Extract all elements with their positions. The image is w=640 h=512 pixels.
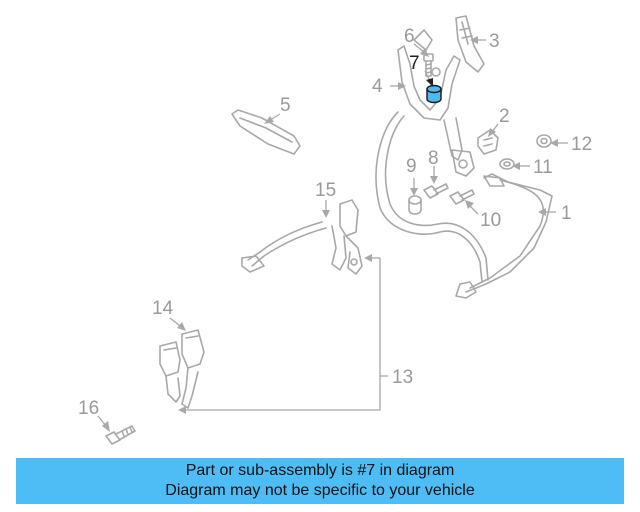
part-9-nut: [408, 195, 422, 215]
callout-6: 6: [404, 26, 415, 47]
callout-14: 14: [152, 298, 174, 319]
part-5-belt-guide: [231, 109, 301, 155]
callout-15: 15: [315, 180, 336, 201]
banner-line-2: Diagram may not be specific to your vehi…: [165, 482, 475, 499]
callout-13: 13: [392, 367, 413, 388]
part-4-retractor-bracket: [397, 29, 461, 121]
callout-7: 7: [409, 53, 420, 74]
part-14-buckles: [159, 329, 205, 409]
callout-10: 10: [480, 210, 501, 231]
callout-3: 3: [489, 31, 500, 52]
callout-2: 2: [499, 106, 510, 127]
callout-16: 16: [78, 398, 99, 419]
callout-1: 1: [561, 203, 572, 224]
part-16-bolt: [105, 425, 136, 445]
part-7-highlighted: [426, 84, 442, 104]
callout-11: 11: [533, 157, 553, 178]
part-2-clip: [477, 129, 499, 155]
callout-4: 4: [372, 76, 383, 97]
part-11-washer: [499, 158, 515, 170]
callout-labels: 1 2 3 4 5 6 7 8 9 10 11 12 13 14 15 16: [78, 26, 592, 419]
callout-5: 5: [280, 95, 291, 116]
part-8-bolt: [423, 183, 449, 199]
parts-diagram: 1 2 3 4 5 6 7 8 9 10 11 12 13 14 15 16: [78, 15, 592, 445]
part-3-guide: [455, 15, 485, 73]
part-1-seat-belt: [375, 111, 553, 299]
banner-line-1: Part or sub-assembly is #7 in diagram: [185, 462, 455, 479]
callout-9: 9: [406, 156, 417, 177]
callout-12: 12: [571, 134, 592, 155]
callout-8: 8: [428, 148, 439, 169]
part-10-bolt: [449, 189, 475, 205]
leader-lines: [97, 36, 568, 432]
info-banner: Part or sub-assembly is #7 in diagram Di…: [16, 458, 624, 504]
part-15-lap-belt: [241, 199, 363, 275]
part-12-cap: [536, 134, 552, 148]
